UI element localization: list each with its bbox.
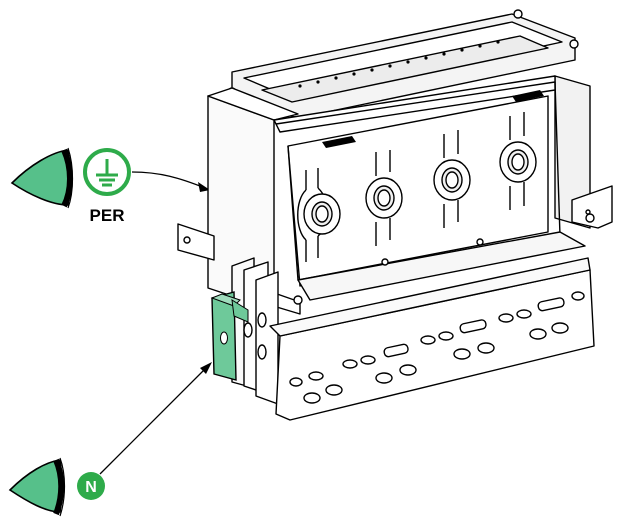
eye-icon-top [10,147,74,209]
top-frame-holes [298,40,500,88]
housing [177,9,613,421]
bushing-2 [365,150,403,246]
neutral-badge-icon: N [77,472,105,500]
n-label: N [85,479,97,496]
neutral-busbar-plate [210,291,249,381]
bushing-3 [433,130,471,228]
per-label: PER [90,206,125,225]
protective-earth-icon [83,148,131,196]
eye-icon-bottom [8,457,66,517]
per-pointer-arrow [131,171,210,192]
front-plate-slots [289,291,585,404]
bushing-4 [499,112,537,210]
bushing-1 [297,168,341,262]
n-pointer-arrow [99,362,212,475]
